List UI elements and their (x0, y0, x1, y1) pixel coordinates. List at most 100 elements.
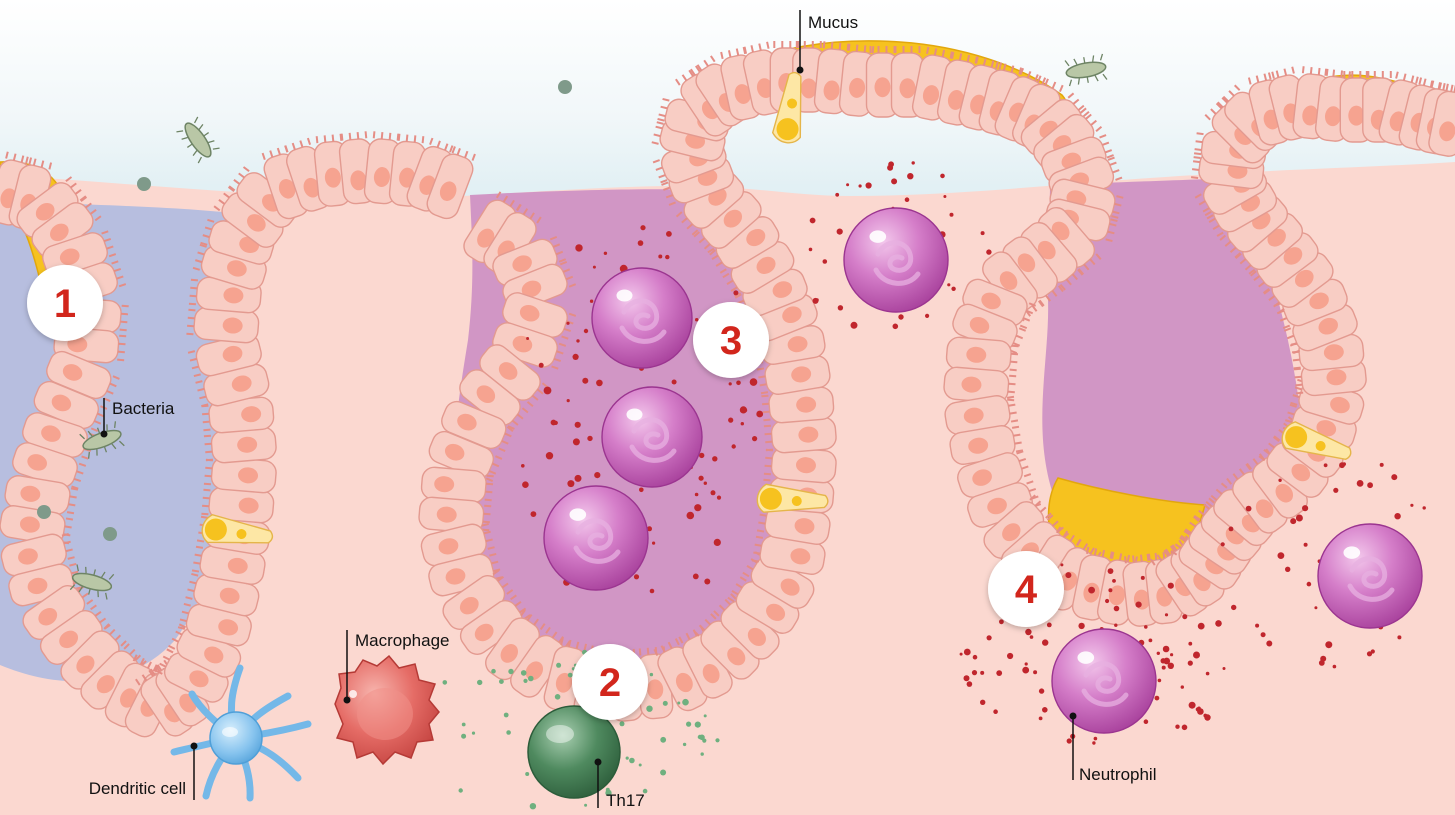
cytokine-dot (699, 476, 704, 481)
particle (103, 527, 117, 541)
cytokine-dot (546, 452, 553, 459)
cytokine-dot (584, 329, 588, 333)
cytokine-dot (686, 722, 691, 727)
cytokine-dot (525, 772, 529, 776)
cytokine-dot (1204, 714, 1210, 720)
cytokine-dot (704, 579, 710, 585)
cytokine-dot (626, 757, 629, 760)
cytokine-dot (1141, 576, 1145, 580)
cytokine-dot (650, 673, 653, 676)
cytokine-dot (1221, 542, 1225, 546)
cytokine-dot (925, 314, 929, 318)
cytokine-dot (1333, 488, 1338, 493)
cytokine-dot (987, 635, 992, 640)
cytokine-dot (980, 671, 984, 675)
cytokine-dot (652, 542, 655, 545)
cytokine-dot (986, 249, 991, 254)
cytokine-dot (695, 493, 699, 497)
cytokine-dot (1278, 552, 1285, 559)
cytokine-dot (1158, 679, 1162, 683)
cytokine-dot (1025, 629, 1031, 635)
cytokine-dot (1065, 572, 1071, 578)
neutrophil-cell (544, 486, 648, 590)
cytokine-dot (660, 770, 666, 776)
step-number-2: 2 (599, 661, 621, 705)
bacteria-label: Bacteria (112, 399, 175, 418)
cytokine-dot (695, 722, 701, 728)
cytokine-dot (711, 490, 716, 495)
cytokine-dot (741, 422, 744, 425)
cytokine-dot (539, 363, 544, 368)
cytokine-dot (1114, 624, 1117, 627)
cytokine-dot (838, 305, 843, 310)
cytokine-dot (846, 183, 849, 186)
cytokine-dot (1060, 563, 1063, 566)
cytokine-dot (573, 354, 579, 360)
cytokine-dot (556, 663, 561, 668)
neutrophil-cell (592, 268, 692, 368)
cytokine-dot (750, 378, 758, 386)
cytokine-dot (568, 673, 573, 678)
cytokine-dot (950, 213, 954, 217)
cytokine-dot (555, 694, 561, 700)
cytokine-dot (859, 184, 862, 187)
macrophage-label: Macrophage (355, 631, 450, 650)
cytokine-dot (809, 248, 813, 252)
cytokine-dot (1333, 665, 1337, 669)
cytokine-dot (972, 670, 977, 675)
cytokine-dot (1231, 605, 1236, 610)
cytokine-dot (566, 322, 569, 325)
cytokine-dot (575, 422, 581, 428)
cytokine-dot (733, 290, 738, 295)
cytokine-dot (584, 804, 587, 807)
cytokine-dot (1198, 623, 1205, 630)
cytokine-dot (1022, 667, 1029, 674)
cytokine-dot (912, 161, 915, 164)
cytokine-dot (1324, 463, 1328, 467)
cytokine-dot (964, 675, 970, 681)
cytokine-dot (1157, 652, 1160, 655)
cytokine-dot (663, 701, 668, 706)
cytokine-dot (522, 481, 529, 488)
cytokine-dot (530, 803, 536, 809)
cytokine-dot (866, 182, 872, 188)
cytokine-dot (528, 676, 534, 682)
cytokine-dot (1078, 623, 1084, 629)
cytokine-dot (1136, 602, 1142, 608)
cytokine-dot (687, 512, 695, 520)
cytokine-dot (1094, 737, 1098, 741)
cytokine-dot (837, 229, 843, 235)
cytokine-dot (1170, 653, 1173, 656)
cytokine-dot (1325, 641, 1332, 648)
neutrophil-label: Neutrophil (1079, 765, 1157, 784)
cytokine-dot (666, 231, 672, 237)
cytokine-dot (999, 619, 1004, 624)
cytokine-dot (1030, 635, 1034, 639)
cytokine-dot (1397, 635, 1401, 639)
cytokine-dot (1039, 688, 1044, 693)
cytokine-dot (576, 339, 579, 342)
cytokine-dot (1367, 651, 1372, 656)
cytokine-dot (947, 283, 950, 286)
cytokine-dot (1181, 685, 1184, 688)
cytokine-dot (544, 387, 552, 395)
cytokine-dot (967, 681, 973, 687)
cytokine-dot (504, 713, 509, 718)
cytokine-dot (1162, 666, 1166, 670)
cytokine-dot (1302, 505, 1308, 511)
particle (558, 80, 572, 94)
cytokine-dot (459, 788, 463, 792)
cytokine-dot (823, 259, 828, 264)
cytokine-dot (732, 444, 736, 448)
cytokine-dot (639, 764, 642, 767)
cytokine-dot (567, 399, 570, 402)
cytokine-dot (693, 574, 699, 580)
cytokine-dot (981, 231, 985, 235)
cytokine-dot (951, 287, 955, 291)
cytokine-dot (1114, 606, 1120, 612)
neutrophil-cell (1052, 629, 1156, 733)
cytokine-dot (593, 266, 596, 269)
step-badge-1: 1 (27, 265, 103, 341)
cytokine-dot (702, 739, 706, 743)
cytokine-dot (1144, 625, 1148, 629)
